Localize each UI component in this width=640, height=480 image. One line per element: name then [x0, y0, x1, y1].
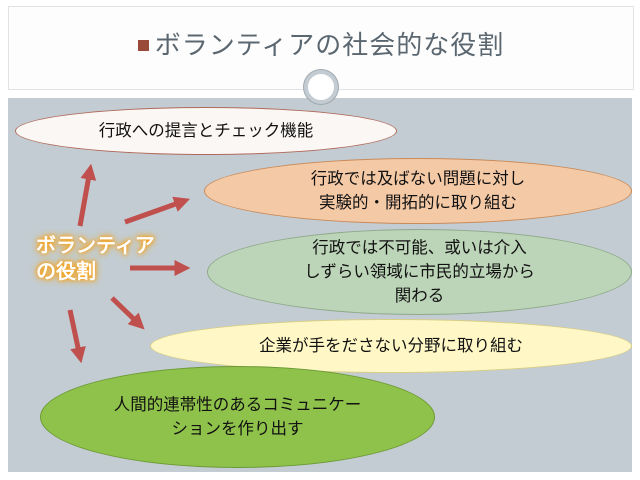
title-area: ボランティアの社会的な役割: [0, 0, 640, 95]
arrow-up-icon: [77, 163, 97, 227]
center-label-line-1: ボランティア: [36, 233, 155, 257]
role-oval-4: 企業が手をださない分野に取り組む: [150, 319, 632, 373]
role-oval-2: 行政では及ばない問題に対し 実験的・開拓的に取り組む: [204, 158, 632, 224]
arrow-up-right-icon: [124, 196, 191, 225]
role-1-line-1: 行政への提言とチェック機能: [98, 121, 314, 141]
role-2-line-1: 行政では及ばない問題に対し: [310, 169, 526, 189]
role-3-line-3: 関わる: [394, 285, 445, 305]
title-frame: ボランティアの社会的な役割: [8, 6, 634, 90]
role-oval-3: 行政では不可能、或いは介入 しずらい領域に市民的立場から 関わる: [207, 229, 632, 315]
role-oval-1: 行政への提言とチェック機能: [15, 107, 397, 155]
divider-ring-icon: [304, 70, 338, 104]
title-row: ボランティアの社会的な役割: [9, 25, 633, 62]
role-5-line-2: ションを作り出す: [171, 419, 304, 438]
role-2-line-2: 実験的・開拓的に取り組む: [319, 193, 517, 212]
arrow-down-icon: [67, 309, 86, 364]
center-label: ボランティア の役割: [36, 232, 186, 284]
slide-title: ボランティアの社会的な役割: [154, 31, 505, 61]
arrow-down-right-icon: [110, 296, 145, 330]
role-oval-5: 人間的連帯性のあるコミュニケー ションを作り出す: [40, 366, 435, 468]
center-label-line-2: の役割: [36, 259, 96, 283]
role-3-line-2: しずらい領域に市民的立場から: [304, 262, 535, 282]
role-3-line-1: 行政では不可能、或いは介入: [312, 238, 527, 258]
square-bullet-icon: [137, 40, 149, 51]
role-5-line-1: 人間的連帯性のあるコミュニケー: [113, 395, 362, 415]
role-4-line-1: 企業が手をださない分野に取り組む: [259, 336, 523, 356]
